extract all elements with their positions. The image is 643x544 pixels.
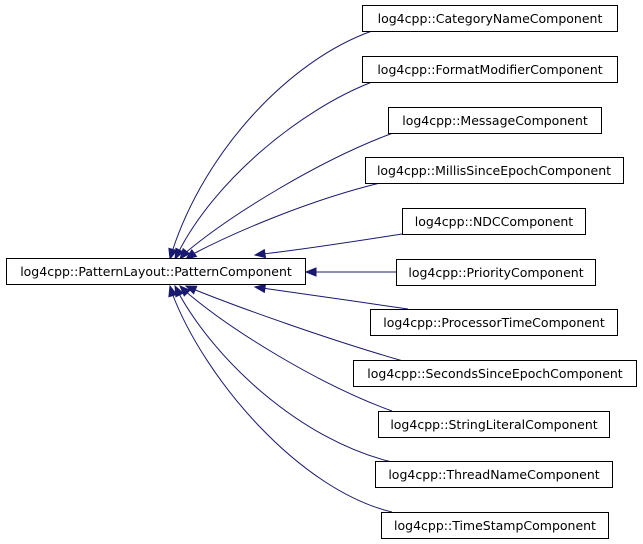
derived-class-box	[365, 157, 624, 184]
derived-class-node-processor-time[interactable]: log4cpp::ProcessorTimeComponent	[370, 309, 618, 336]
base-class-node[interactable]: log4cpp::PatternLayout::PatternComponent	[6, 258, 306, 285]
inheritance-arrowhead	[174, 247, 184, 261]
inheritance-arrowhead	[179, 247, 191, 261]
inheritance-edges	[168, 30, 409, 513]
inheritance-arrowhead	[304, 267, 317, 277]
derived-class-label: log4cpp::StringLiteralComponent	[390, 417, 597, 432]
base-class-label: log4cpp::PatternLayout::PatternComponent	[20, 264, 292, 279]
inheritance-edge	[171, 292, 393, 513]
derived-class-label: log4cpp::SecondsSinceEpochComponent	[367, 366, 623, 381]
derived-class-box	[381, 512, 609, 539]
derived-class-node-priority[interactable]: log4cpp::PriorityComponent	[396, 259, 596, 286]
derived-class-node-time-stamp[interactable]: log4cpp::TimeStampComponent	[381, 512, 609, 539]
base-class-box	[6, 258, 306, 285]
derived-class-node-millis-since-epoch[interactable]: log4cpp::MillisSinceEpochComponent	[365, 157, 624, 184]
derived-class-label: log4cpp::CategoryNameComponent	[378, 11, 603, 26]
derived-class-node-string-literal[interactable]: log4cpp::StringLiteralComponent	[378, 411, 610, 438]
derived-class-box	[362, 56, 618, 83]
derived-class-label: log4cpp::NDCComponent	[415, 214, 574, 229]
inheritance-arrowhead	[168, 284, 178, 298]
derived-class-box	[378, 411, 610, 438]
derived-class-node-thread-name[interactable]: log4cpp::ThreadNameComponent	[375, 461, 613, 488]
inheritance-edge	[177, 291, 393, 463]
derived-class-node-seconds-since-epoch[interactable]: log4cpp::SecondsSinceEpochComponent	[353, 360, 637, 387]
derived-class-box	[402, 208, 586, 235]
inheritance-edge	[192, 182, 381, 255]
derived-class-box	[353, 360, 637, 387]
derived-class-label: log4cpp::PriorityComponent	[408, 265, 583, 280]
derived-class-box	[375, 461, 613, 488]
derived-class-node-format-modifier[interactable]: log4cpp::FormatModifierComponent	[362, 56, 618, 83]
derived-class-node-category-name[interactable]: log4cpp::CategoryNameComponent	[362, 5, 618, 32]
inheritance-arrowhead	[253, 248, 267, 259]
derived-class-label: log4cpp::ThreadNameComponent	[388, 467, 599, 482]
derived-class-box	[388, 107, 602, 134]
inheritance-edge	[192, 288, 404, 362]
inheritance-edge	[261, 287, 409, 310]
derived-class-box	[396, 259, 596, 286]
inheritance-arrowhead	[184, 249, 198, 260]
inheritance-edge	[261, 233, 403, 255]
inheritance-edge	[183, 289, 393, 412]
inheritance-arrowhead	[253, 283, 267, 294]
inheritance-arrowhead	[174, 284, 184, 298]
inheritance-edge	[171, 30, 373, 253]
inheritance-arrowhead	[179, 285, 191, 297]
derived-class-label: log4cpp::ProcessorTimeComponent	[383, 315, 605, 330]
derived-class-node-message[interactable]: log4cpp::MessageComponent	[388, 107, 602, 134]
derived-class-label: log4cpp::MessageComponent	[402, 113, 588, 128]
inheritance-edge	[183, 132, 394, 255]
derived-class-label: log4cpp::FormatModifierComponent	[377, 62, 602, 77]
inheritance-arrowhead	[168, 247, 178, 261]
derived-class-box	[370, 309, 618, 336]
derived-class-label: log4cpp::MillisSinceEpochComponent	[377, 163, 611, 178]
derived-class-label: log4cpp::TimeStampComponent	[394, 518, 596, 533]
inheritance-edge	[177, 81, 373, 254]
derived-class-box	[362, 5, 618, 32]
derived-class-node-ndc[interactable]: log4cpp::NDCComponent	[402, 208, 586, 235]
